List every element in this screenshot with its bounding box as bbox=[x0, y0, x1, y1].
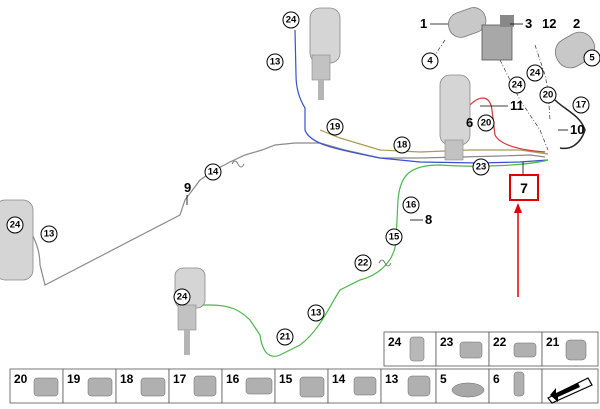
part-labels: 1 3 12 2 11 6 10 9 8 bbox=[184, 16, 584, 227]
highlighted-part-7: 7 bbox=[509, 162, 539, 201]
svg-text:4: 4 bbox=[427, 56, 433, 67]
svg-text:24: 24 bbox=[512, 80, 523, 91]
callout-16: 16 bbox=[402, 196, 420, 214]
reservoir-1 bbox=[448, 7, 487, 38]
air-strut-right bbox=[439, 74, 471, 161]
callout-23: 23 bbox=[472, 158, 490, 176]
svg-text:13: 13 bbox=[270, 57, 281, 68]
label-11: 11 bbox=[510, 98, 524, 113]
label-10: 10 bbox=[570, 122, 584, 137]
svg-text:20: 20 bbox=[481, 118, 492, 129]
air-strut-left bbox=[0, 199, 34, 281]
callout-13-bottom: 13 bbox=[307, 304, 325, 322]
pipe-line-19 bbox=[319, 129, 549, 155]
callout-5: 5 bbox=[583, 49, 600, 67]
svg-text:21: 21 bbox=[280, 332, 291, 343]
label-8: 8 bbox=[425, 212, 432, 227]
callout-22: 22 bbox=[354, 254, 372, 272]
callout-13-left: 13 bbox=[40, 225, 58, 243]
pipe-line-8-green bbox=[200, 159, 549, 357]
callout-19: 19 bbox=[326, 118, 344, 136]
callout-21: 21 bbox=[276, 328, 294, 346]
sheet-arrow-icon bbox=[547, 377, 593, 404]
svg-text:24: 24 bbox=[530, 68, 541, 79]
air-strut-bottom bbox=[174, 267, 206, 355]
svg-text:19: 19 bbox=[330, 122, 341, 133]
callout-14: 14 bbox=[204, 163, 222, 181]
svg-text:24: 24 bbox=[10, 220, 21, 231]
svg-text:24: 24 bbox=[286, 15, 297, 26]
svg-text:24: 24 bbox=[177, 292, 188, 303]
cell-label-5: 5 bbox=[440, 372, 447, 386]
parts-table: 24 23 22 21 20 19 18 17 bbox=[9, 331, 599, 404]
callouts: 24 13 19 18 14 23 16 15 22 24 13 21 24 1… bbox=[6, 11, 600, 346]
cell-label-15: 15 bbox=[279, 372, 293, 386]
pipe-line-9 bbox=[29, 142, 546, 286]
callout-24-top-mid: 24 bbox=[508, 76, 526, 94]
valve-block-3 bbox=[481, 15, 514, 61]
cell-label-20: 20 bbox=[14, 372, 28, 386]
pipe-line-13-blue bbox=[294, 29, 549, 164]
callout-24-top-right: 24 bbox=[526, 64, 544, 82]
callout-24-bottom: 24 bbox=[173, 288, 191, 306]
label-12: 12 bbox=[542, 16, 556, 31]
label-3: 3 bbox=[525, 16, 532, 31]
air-strut-top bbox=[309, 7, 341, 100]
label-9: 9 bbox=[184, 180, 191, 195]
svg-text:13: 13 bbox=[44, 229, 55, 240]
red-arrow bbox=[514, 203, 522, 297]
svg-text:23: 23 bbox=[476, 162, 487, 173]
svg-text:5: 5 bbox=[589, 53, 595, 64]
leader-line-10 bbox=[554, 99, 586, 150]
callout-17: 17 bbox=[572, 96, 590, 114]
callout-20: 20 bbox=[539, 86, 557, 104]
svg-text:17: 17 bbox=[576, 100, 587, 111]
callout-20-mid: 20 bbox=[477, 114, 495, 132]
cell-label-22: 22 bbox=[493, 335, 507, 349]
cell-label-19: 19 bbox=[67, 372, 81, 386]
callout-18: 18 bbox=[393, 136, 411, 154]
svg-text:15: 15 bbox=[389, 232, 400, 243]
cell-label-17: 17 bbox=[173, 372, 187, 386]
svg-text:14: 14 bbox=[208, 167, 219, 178]
callout-24: 24 bbox=[282, 11, 300, 29]
cell-label-6: 6 bbox=[493, 372, 500, 386]
svg-text:16: 16 bbox=[406, 200, 417, 211]
label-2: 2 bbox=[573, 16, 580, 31]
cell-label-23: 23 bbox=[440, 335, 454, 349]
cell-label-24: 24 bbox=[388, 335, 402, 349]
svg-text:22: 22 bbox=[358, 258, 369, 269]
svg-text:20: 20 bbox=[543, 90, 554, 101]
parts-table-top-row: 24 23 22 21 bbox=[383, 331, 599, 367]
cell-label-16: 16 bbox=[226, 372, 240, 386]
svg-text:7: 7 bbox=[520, 180, 528, 196]
svg-text:18: 18 bbox=[397, 140, 408, 151]
cell-label-18: 18 bbox=[120, 372, 134, 386]
cell-label-21: 21 bbox=[546, 335, 560, 349]
cell-label-13: 13 bbox=[385, 372, 399, 386]
callout-4: 4 bbox=[421, 52, 439, 70]
parts-table-bottom-row: 20 19 18 17 16 15 14 13 5 6 bbox=[9, 368, 599, 404]
callout-13: 13 bbox=[266, 53, 284, 71]
label-6: 6 bbox=[466, 115, 473, 130]
label-1: 1 bbox=[420, 16, 427, 31]
cell-label-14: 14 bbox=[332, 372, 346, 386]
break-marks bbox=[231, 160, 392, 267]
callout-24-left: 24 bbox=[6, 216, 24, 234]
svg-text:13: 13 bbox=[311, 308, 322, 319]
callout-15: 15 bbox=[385, 228, 403, 246]
